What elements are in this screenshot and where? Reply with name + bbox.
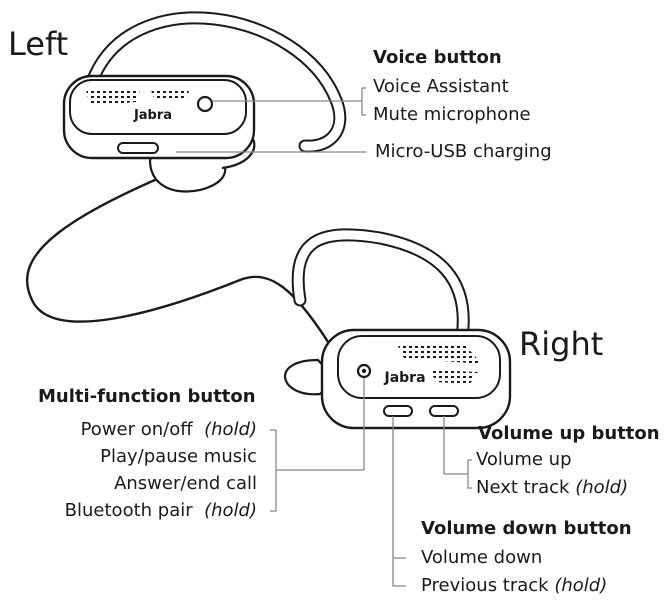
volume-up-leader	[443, 416, 468, 475]
volume-up-label: Volume up	[476, 449, 572, 470]
mute-microphone-label: Mute microphone	[373, 104, 531, 125]
hold-note: (hold)	[575, 477, 629, 498]
right-earbud: Jabra	[284, 228, 512, 430]
bluetooth-pair-label: Bluetooth pair (hold)	[64, 500, 257, 521]
right-grille	[398, 346, 482, 364]
micro-usb-charging-label: Micro-USB charging	[375, 141, 552, 162]
volume-down-button	[383, 405, 413, 417]
leader-lines	[176, 87, 472, 587]
volume-down-label: Volume down	[421, 547, 543, 568]
play-pause-label: Play/pause music	[100, 446, 257, 467]
next-track-label: Next track (hold)	[476, 477, 629, 498]
hold-note: (hold)	[554, 575, 608, 596]
power-on-off-label: Power on/off (hold)	[80, 419, 257, 440]
left-earbud: Jabra	[62, 11, 347, 193]
multi-function-heading: Multi-function button	[38, 386, 256, 407]
micro-usb-port	[117, 142, 159, 154]
right-ear-hook	[291, 228, 470, 345]
left-grille	[86, 90, 140, 106]
voice-button-heading: Voice button	[373, 47, 502, 68]
previous-track-label: Previous track (hold)	[421, 575, 608, 596]
volume-down-heading: Volume down button	[421, 518, 632, 539]
volume-up-heading: Volume up button	[478, 423, 660, 444]
hold-note: (hold)	[204, 419, 257, 440]
voice-assistant-label: Voice Assistant	[373, 76, 509, 97]
right-side-label: Right	[519, 325, 604, 363]
right-brand-logo: Jabra	[383, 370, 425, 386]
hold-note: (hold)	[204, 500, 257, 521]
left-side-label: Left	[8, 25, 69, 63]
neck-cable	[26, 148, 332, 346]
answer-end-call-label: Answer/end call	[114, 473, 257, 494]
multi-function-leader	[276, 378, 365, 471]
voice-button	[196, 95, 214, 113]
volume-up-button	[429, 405, 459, 417]
left-brand-logo: Jabra	[133, 108, 172, 123]
volume-down-leader	[392, 416, 406, 587]
